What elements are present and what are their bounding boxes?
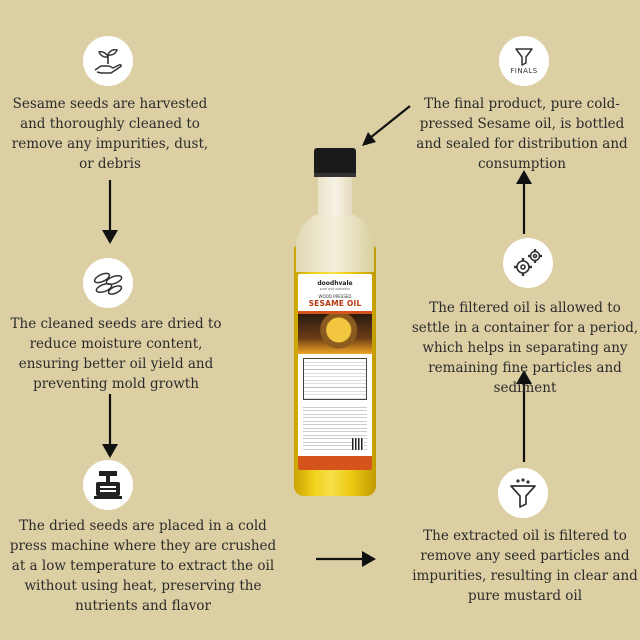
product-name: SESAME OIL xyxy=(308,299,362,308)
bottle-label: doodhvale pure and authentic WOOD PRESSE… xyxy=(298,274,372,470)
step-press-text: The dried seeds are placed in a cold pre… xyxy=(9,518,277,614)
step-dry-text: The cleaned seeds are dried to reduce mo… xyxy=(10,316,222,392)
funnel-finals-icon: FINALS xyxy=(499,36,549,86)
arrow-up-icon xyxy=(516,170,532,234)
brand-tagline: pure and authentic xyxy=(319,287,351,291)
arrow-up-icon xyxy=(516,370,532,462)
arrow-down-icon xyxy=(102,394,118,458)
bottle-neck xyxy=(318,176,352,216)
step-filter-text: The extracted oil is filtered to remove … xyxy=(412,528,638,604)
bottle-cap xyxy=(314,148,356,177)
step-final-text: The final product, pure cold-pressed Ses… xyxy=(416,96,628,172)
nutrition-table xyxy=(303,358,367,400)
press-machine-icon xyxy=(83,460,133,510)
bottle-shoulder xyxy=(296,212,374,272)
step-harvest-text: Sesame seeds are harvested and thoroughl… xyxy=(11,96,209,172)
harvest-icon xyxy=(83,36,133,86)
arrow-diagonal-icon xyxy=(362,105,411,146)
funnel-icon xyxy=(498,468,548,518)
sesame-oil-bottle: doodhvale pure and authentic WOOD PRESSE… xyxy=(292,148,378,498)
seeds-icon xyxy=(83,258,133,308)
label-band xyxy=(298,311,372,314)
step-settle-text: The filtered oil is allowed to settle in… xyxy=(411,300,639,396)
gears-icon xyxy=(503,238,553,288)
label-oil-photo xyxy=(298,314,372,354)
arrow-down-icon xyxy=(102,180,118,244)
qr-code-icon xyxy=(352,438,364,450)
finals-icon-label: FINALS xyxy=(510,67,538,75)
arrow-right-icon xyxy=(316,551,376,567)
brand-name: doodhvale xyxy=(317,280,353,287)
product-type: WOOD PRESSED xyxy=(318,294,352,299)
label-footer xyxy=(298,456,372,470)
